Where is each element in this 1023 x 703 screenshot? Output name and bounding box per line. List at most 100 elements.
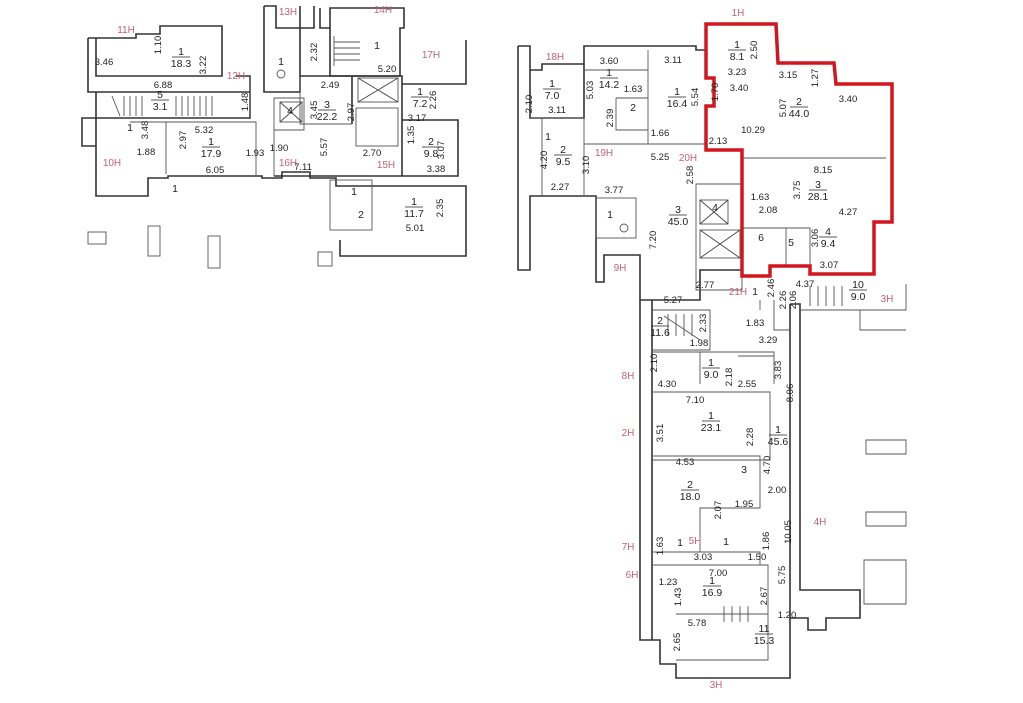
room-number: 5: [788, 237, 794, 249]
dimension-label: 6.05: [206, 165, 225, 176]
dimension-label: 1.70: [710, 83, 721, 102]
dimension-label: 2.46: [766, 279, 777, 298]
door-label: 9H: [614, 263, 627, 274]
dimension-label: 2.49: [321, 80, 340, 91]
door-label: 4H: [814, 517, 827, 528]
room-number: 2: [560, 144, 566, 156]
room-number: 2: [687, 479, 693, 491]
room-area: 9.8: [424, 148, 439, 160]
room-area: 23.1: [701, 422, 722, 434]
dimension-label: 1.63: [624, 84, 643, 95]
dimension-label: 1.23: [659, 577, 678, 588]
dimension-label: 3.40: [730, 83, 749, 94]
dimension-label: 2.18: [724, 368, 735, 387]
dimension-label: 4.27: [839, 207, 858, 218]
dimension-label: 2.97: [178, 131, 189, 150]
door-label: 8H: [622, 371, 635, 382]
dimension-label: 3.06: [810, 229, 821, 248]
room-number: 3: [675, 204, 681, 216]
dimension-label: 2.77: [696, 280, 715, 291]
room-area: 7.0: [545, 90, 560, 102]
dimension-label: 1.90: [270, 143, 289, 154]
walls-right-block: [517, 45, 907, 679]
door-label: 13H: [279, 7, 297, 18]
dimension-label: 5.07: [778, 99, 789, 118]
dimension-label: 10.29: [741, 125, 765, 136]
dimension-label: 1.63: [751, 192, 770, 203]
door-label: 3H: [710, 680, 723, 691]
room-number: 4: [287, 105, 293, 117]
dimension-label: 5.57: [319, 138, 330, 157]
dimension-label: 2.55: [738, 379, 757, 390]
room-area: 7.2: [413, 98, 428, 110]
dimension-label: 4.20: [539, 151, 550, 170]
room-area: 17.9: [201, 148, 222, 160]
dimension-label: 8.06: [785, 384, 796, 403]
room-area: 18.0: [680, 491, 701, 503]
dimension-label: 4.30: [658, 379, 677, 390]
dimension-label: 7.20: [648, 231, 659, 250]
room-area: 22.2: [317, 111, 338, 123]
room-number: 11: [759, 623, 770, 635]
room-number: 1: [351, 186, 357, 198]
room-area: 45.6: [768, 436, 789, 448]
dimension-label: 1.48: [240, 93, 251, 112]
dimension-label: 4.53: [676, 457, 695, 468]
dimension-label: 2.67: [759, 587, 770, 606]
room-area: 16.9: [702, 587, 723, 599]
dimension-label: 2.58: [685, 166, 696, 185]
dimension-label: 2.07: [713, 501, 724, 520]
dimension-label: 1.10: [153, 36, 164, 55]
dimension-label: 1.27: [810, 69, 821, 88]
dimension-label: 3.15: [779, 70, 798, 81]
door-label: 12H: [227, 71, 245, 82]
room-number: 6: [758, 232, 764, 244]
dimension-label: 3.03: [694, 552, 713, 563]
room-area: 11.6: [650, 327, 670, 339]
dimension-label: 3.11: [664, 55, 682, 66]
room-area: 9.0: [704, 369, 719, 381]
room-number: 1: [417, 86, 423, 98]
door-label: 20H: [679, 153, 697, 164]
door-label: 3H: [881, 294, 894, 305]
room-number: 2: [630, 102, 636, 114]
door-label: 16H: [279, 158, 297, 169]
door-label: 10H: [103, 158, 121, 169]
dimension-label: 2.50: [749, 41, 760, 60]
dimension-label: 1.86: [761, 532, 772, 551]
door-label: 21H: [729, 287, 747, 298]
room-number: 5: [157, 89, 163, 101]
room-number: 1: [708, 357, 714, 369]
dimension-label: 4.37: [796, 279, 815, 290]
dimension-label: 3.38: [427, 164, 446, 175]
dimension-label: 5.27: [664, 295, 683, 306]
room-number: 1: [709, 575, 715, 587]
highlighted-unit-outline[interactable]: [704, 22, 894, 278]
dimension-label: 2.28: [745, 428, 756, 447]
door-label: 11H: [117, 25, 135, 36]
dimension-label: 2.10: [524, 95, 535, 114]
room-number: 1: [172, 183, 178, 195]
room-number: 2: [796, 96, 802, 108]
door-label: 17H: [422, 50, 440, 61]
dimension-label: 3.51: [655, 424, 666, 443]
room-number: 2: [358, 209, 364, 221]
door-label: 1H: [732, 8, 745, 19]
walls-left-block: [81, 5, 467, 269]
room-number: 1: [278, 56, 284, 68]
dimension-label: 10.05: [783, 520, 794, 544]
dimension-label: 3.46: [95, 57, 114, 68]
room-number: 1: [374, 40, 380, 52]
dimension-label: 7.00: [709, 568, 728, 579]
dimension-label: 3.45: [309, 101, 320, 120]
dimension-label: 2.08: [759, 205, 778, 216]
room-area: 18.3: [171, 58, 192, 70]
room-number: 3: [741, 464, 747, 476]
room-number: 3: [324, 99, 330, 111]
dimension-label: 5.32: [195, 125, 214, 136]
door-label: 15H: [377, 160, 395, 171]
room-area: 9.0: [851, 291, 866, 303]
dimension-label: 2.10: [649, 354, 660, 373]
